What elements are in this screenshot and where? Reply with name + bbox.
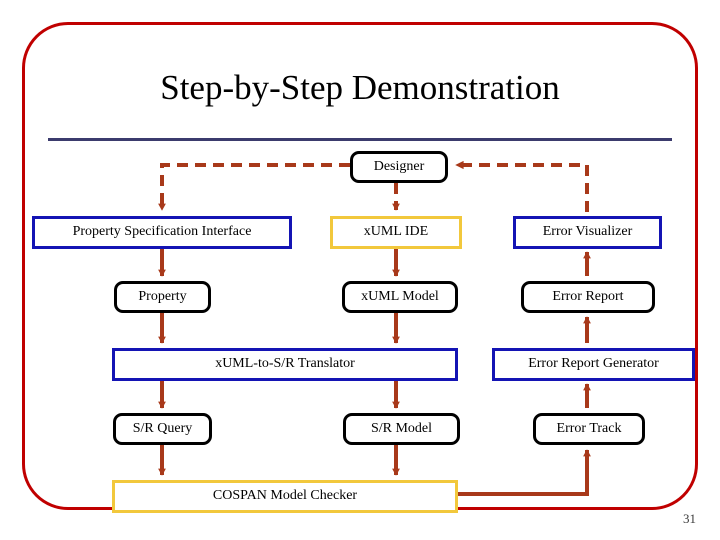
node-cospan-model-checker-label: COSPAN Model Checker <box>212 488 358 504</box>
node-property-label: Property <box>138 288 187 304</box>
node-xuml-to-sr-translator-label: xUML-to-S/R Translator <box>215 356 355 372</box>
node-error-track[interactable]: Error Track <box>533 413 645 445</box>
node-property-specification-interface-label: Property Specification Interface <box>72 224 252 240</box>
node-sr-query-label: S/R Query <box>132 420 193 436</box>
title-divider <box>48 138 672 141</box>
node-error-report-generator-label: Error Report Generator <box>528 356 659 372</box>
node-xuml-ide-label: xUML IDE <box>363 224 429 240</box>
node-designer-label: Designer <box>373 158 425 174</box>
node-cospan-model-checker[interactable]: COSPAN Model Checker <box>112 480 458 513</box>
edge-cospan-to-error-track <box>458 449 591 496</box>
node-error-visualizer-label: Error Visualizer <box>542 224 633 240</box>
node-sr-model-label: S/R Model <box>370 420 433 436</box>
node-xuml-model-label: xUML Model <box>361 288 439 304</box>
node-error-visualizer[interactable]: Error Visualizer <box>513 216 662 249</box>
page-title: Step-by-Step Demonstration <box>160 68 560 107</box>
node-property[interactable]: Property <box>114 281 211 313</box>
node-error-report[interactable]: Error Report <box>521 281 655 313</box>
node-xuml-to-sr-translator[interactable]: xUML-to-S/R Translator <box>112 348 458 381</box>
node-designer[interactable]: Designer <box>350 151 448 183</box>
edge-designer-to-property-spec <box>158 163 350 211</box>
node-error-report-generator[interactable]: Error Report Generator <box>492 348 695 381</box>
node-xuml-model[interactable]: xUML Model <box>342 281 458 313</box>
node-xuml-ide[interactable]: xUML IDE <box>330 216 462 249</box>
edge-error-visualizer-to-designer <box>455 160 589 212</box>
page-number: 31 <box>683 511 696 526</box>
node-error-track-label: Error Track <box>556 420 622 436</box>
node-sr-query[interactable]: S/R Query <box>113 413 212 445</box>
node-property-specification-interface[interactable]: Property Specification Interface <box>32 216 292 249</box>
node-error-report-label: Error Report <box>552 288 624 304</box>
node-sr-model[interactable]: S/R Model <box>343 413 460 445</box>
